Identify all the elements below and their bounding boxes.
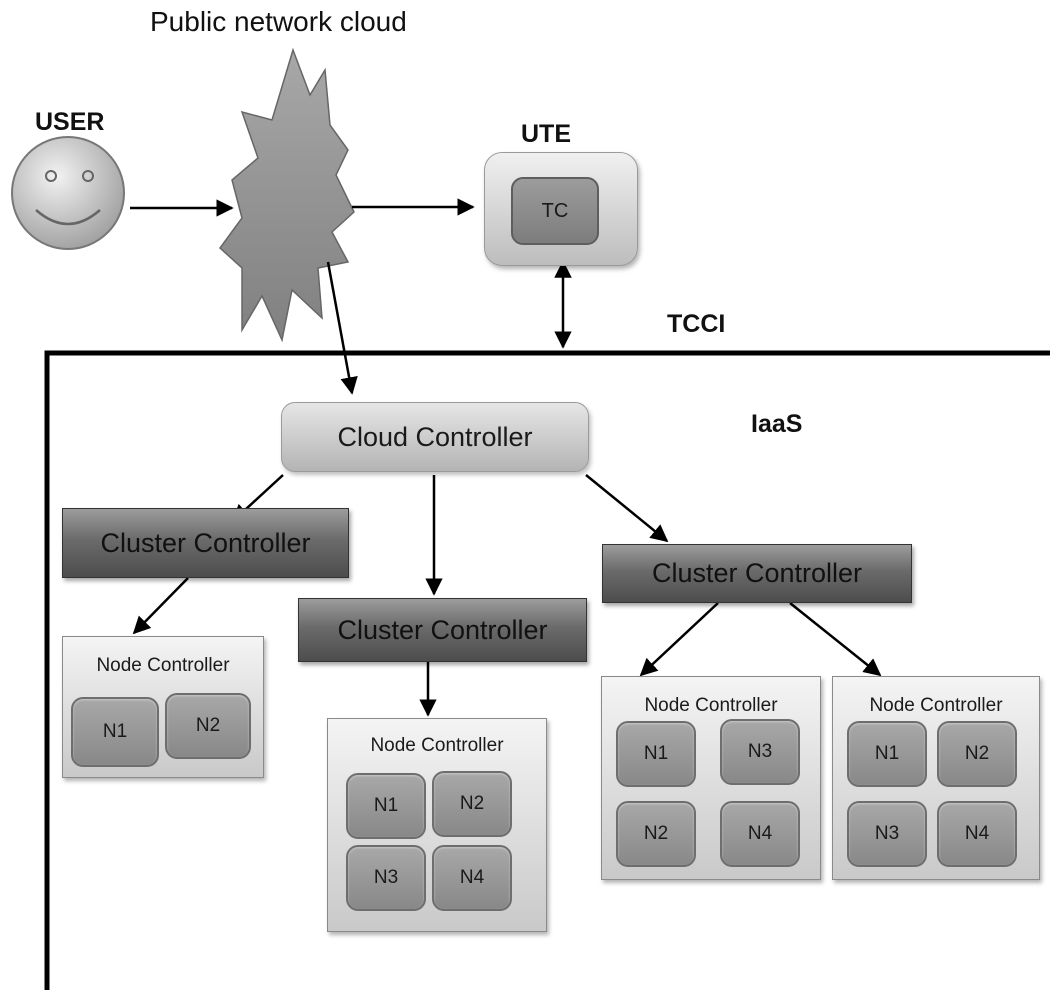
cluster-controller-2: Cluster Controller (298, 598, 587, 662)
node-controller-title: Node Controller (869, 695, 1003, 716)
arrow-cluster-1-to-nodes-1 (132, 577, 189, 635)
public-network-cloud-icon (218, 47, 355, 343)
public-network-cloud-label: Public network cloud (150, 6, 407, 37)
node-controller-3: Node Controller N1 N3 N2 N4 (601, 676, 821, 880)
node-controller-title: Node Controller (96, 655, 230, 676)
node-tile: N4 (432, 845, 512, 911)
node-tile: N3 (720, 719, 800, 785)
cluster-controller-3: Cluster Controller (602, 544, 912, 603)
ute-label: UTE (521, 120, 571, 148)
node-controller-title: Node Controller (370, 735, 504, 756)
node-tile: N1 (346, 773, 426, 839)
cloud-controller-box: Cloud Controller (281, 402, 589, 472)
cluster-controller-1: Cluster Controller (62, 508, 349, 578)
node-tile: N4 (937, 801, 1017, 867)
arrow-cc-to-cluster-3 (585, 474, 669, 543)
iaas-boundary (44, 350, 1050, 990)
node-tile: N4 (720, 801, 800, 867)
node-tile: N2 (937, 721, 1017, 787)
node-tile: N2 (432, 771, 512, 837)
tc-box: TC (511, 177, 599, 245)
node-tile: N2 (616, 801, 696, 867)
arrow-cloud-to-cloud-controller (326, 261, 358, 395)
node-tile: N1 (616, 721, 696, 787)
node-controller-1: Node Controller N1 N2 (62, 636, 264, 778)
user-label: USER (35, 108, 105, 136)
ute-box: TC (484, 152, 638, 266)
node-controller-title: Node Controller (644, 695, 778, 716)
node-tile: N1 (847, 721, 927, 787)
iaas-label: IaaS (751, 410, 803, 438)
arrow-cluster-3-to-nodes-4 (789, 602, 882, 677)
node-tile: N3 (847, 801, 927, 867)
user-face-icon (11, 136, 125, 250)
node-tile: N3 (346, 845, 426, 911)
node-tile: N2 (165, 693, 251, 759)
node-controller-2: Node Controller N1 N2 N3 N4 (327, 718, 547, 932)
arrow-cluster-3-to-nodes-3 (639, 602, 719, 677)
node-controller-4: Node Controller N1 N2 N3 N4 (832, 676, 1040, 880)
node-tile: N1 (71, 697, 159, 767)
tcci-label: TCCI (667, 310, 726, 338)
